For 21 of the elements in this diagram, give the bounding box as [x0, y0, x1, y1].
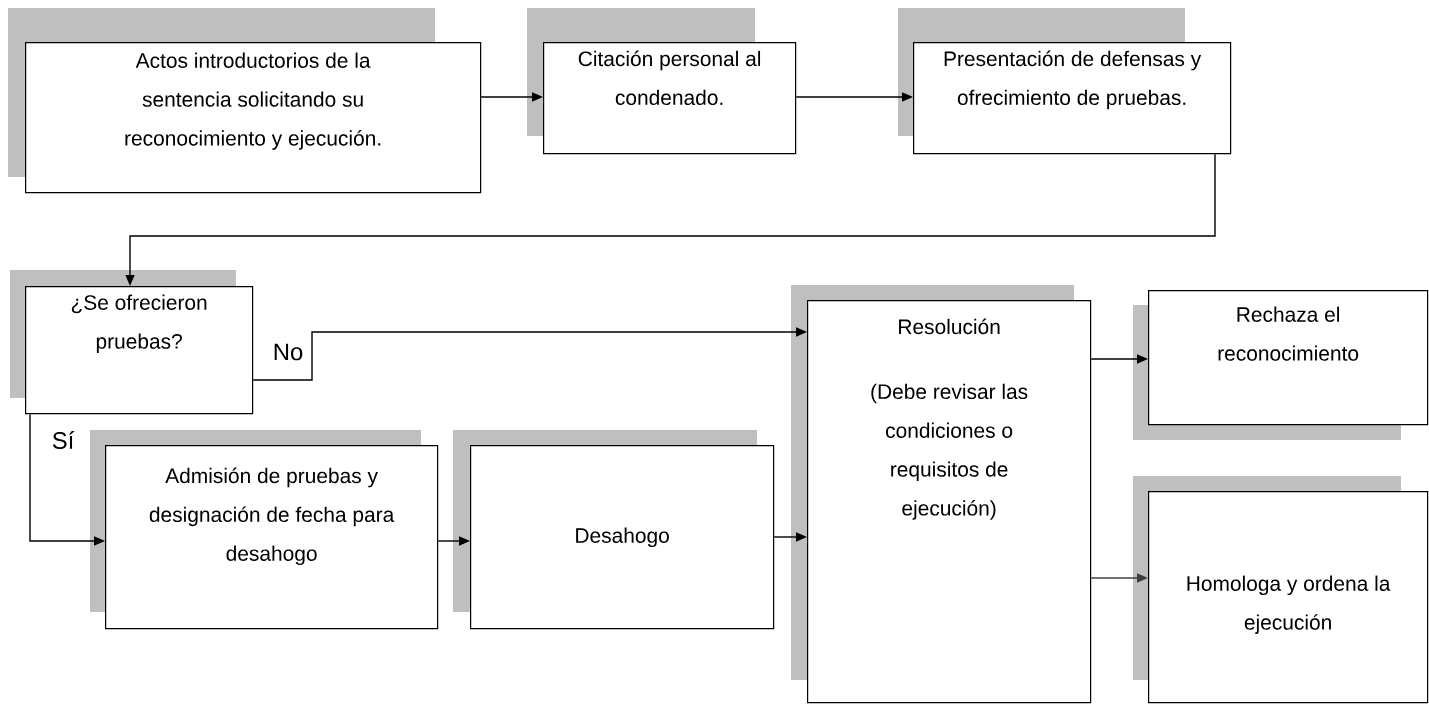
process-box — [1133, 290, 1429, 440]
box-text: Homologa y ordena la ejecución — [1187, 575, 1391, 634]
process-box — [898, 8, 1232, 155]
process-box — [8, 8, 482, 194]
box-text: ¿Se ofrecieron pruebas? — [71, 294, 207, 353]
edge-label: Sí — [50, 430, 76, 450]
process-box — [527, 8, 797, 155]
box-text: Resolución — [899, 318, 1000, 335]
process-box — [453, 430, 775, 630]
box-text: Desahogo — [576, 527, 669, 548]
box-text: Actos introductorios de la sentencia solicitando su reconocimiento y ejecución. — [125, 52, 381, 150]
box-text: Rechaza el reconocimiento — [1218, 306, 1359, 361]
process-box — [791, 285, 1092, 704]
process-box — [1133, 476, 1429, 704]
box-text: Citación personal al condenado. — [578, 50, 761, 106]
box-text: Presentación de defensas y ofrecimiento de pruebas. — [944, 50, 1202, 110]
box-text: Admisión de pruebas y designación de fecha para desahogo — [149, 467, 395, 566]
edge-label: No — [271, 342, 305, 362]
box-text: (Debe revisar las condiciones o requisitos de ejecución) — [871, 383, 1028, 520]
process-box — [10, 270, 254, 415]
process-box — [90, 430, 439, 630]
